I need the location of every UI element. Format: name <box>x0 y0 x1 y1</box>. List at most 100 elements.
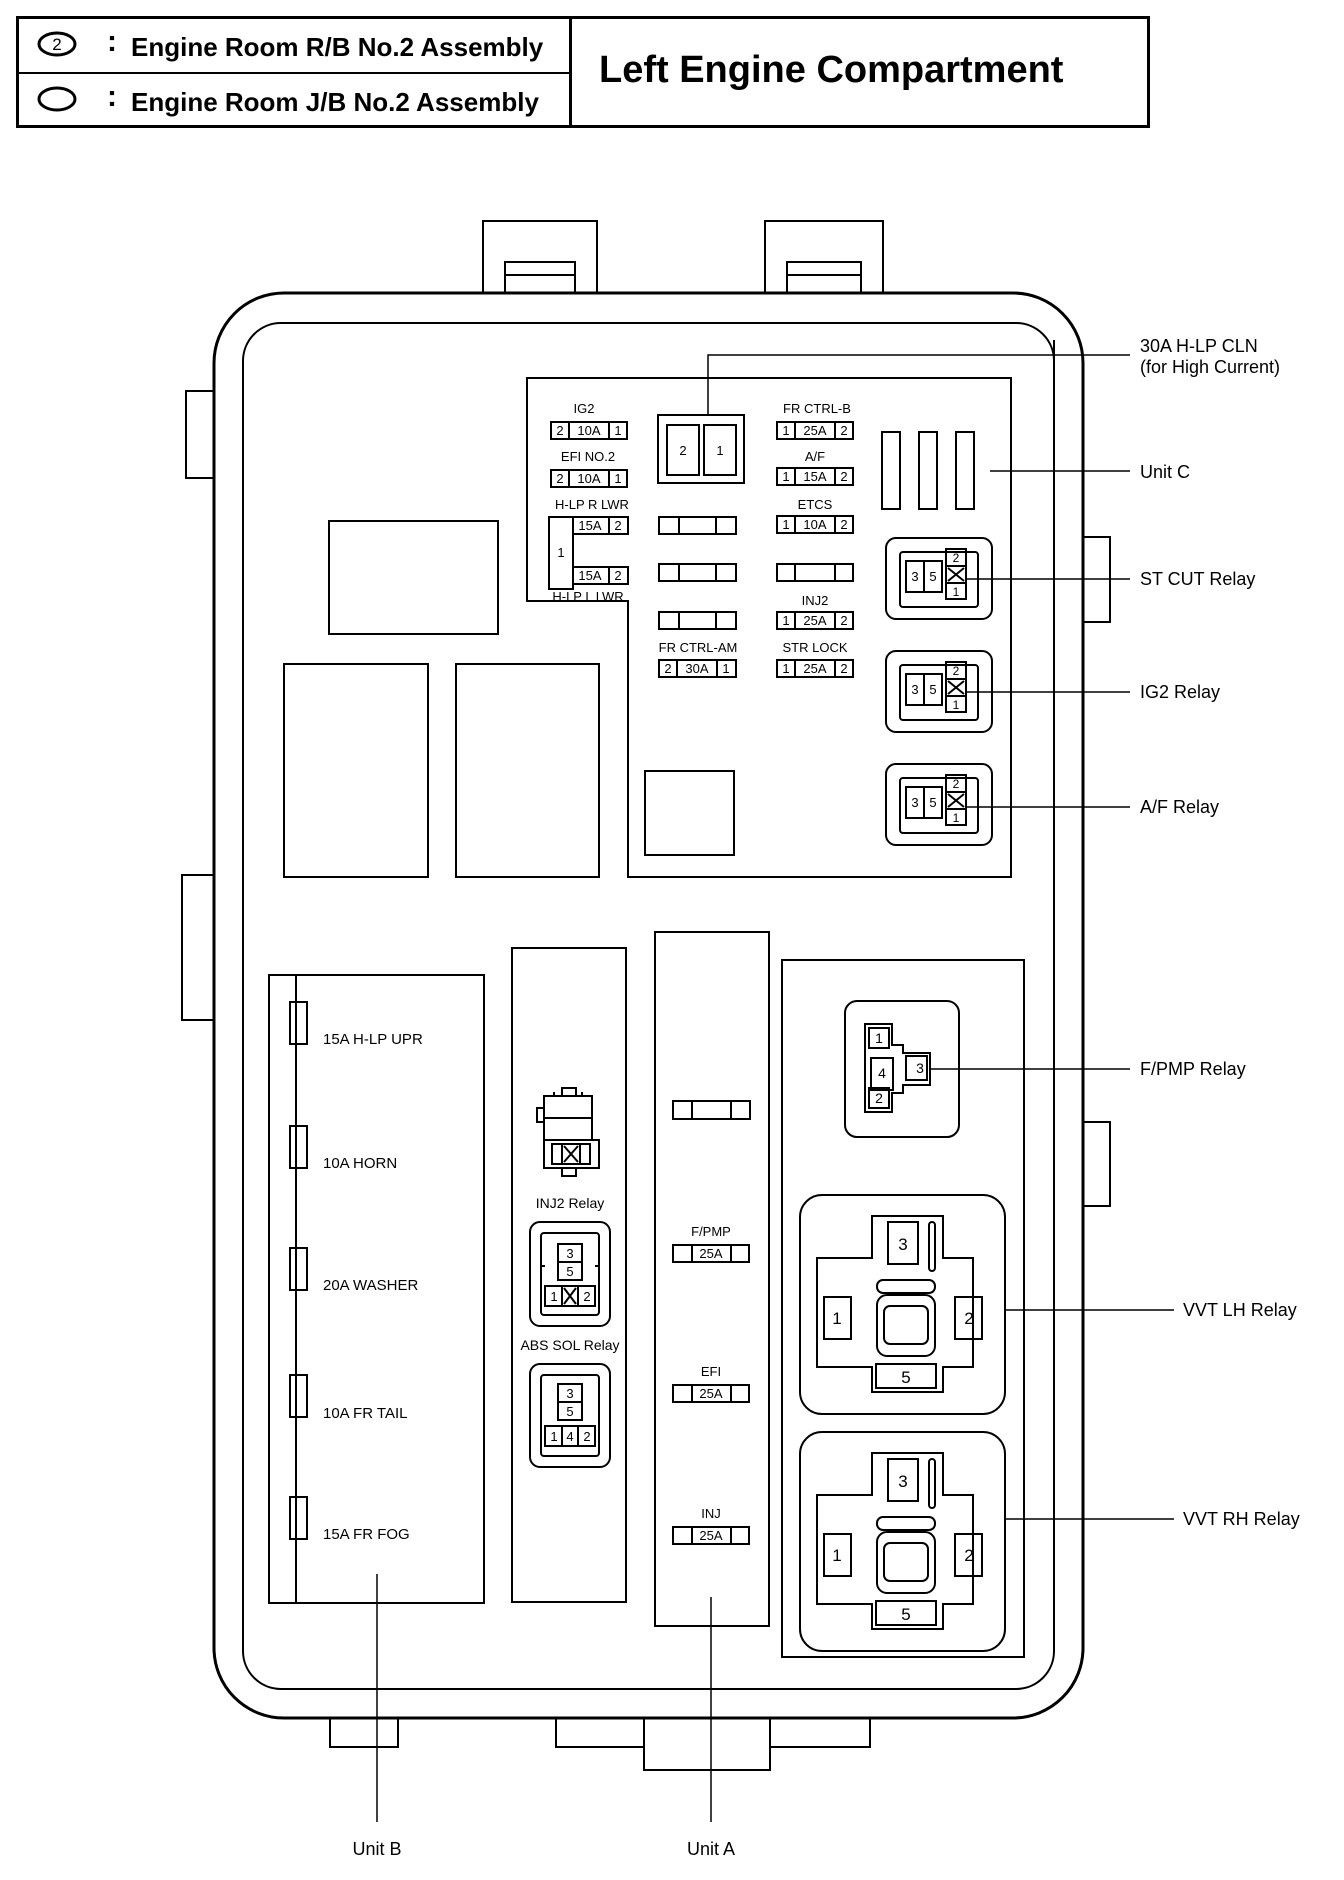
fuse-inj2-pin-right: 2 <box>840 613 847 628</box>
page-title: Left Engine Compartment <box>599 49 1064 91</box>
inj2-relay-pin-1: 1 <box>550 1289 557 1304</box>
fuse-efi[interactable]: EFI 25A <box>672 1364 750 1403</box>
fuse-fr-ctrl-b[interactable]: FR CTRL-B 1 25A 2 <box>776 401 854 440</box>
top-tabs <box>482 220 884 293</box>
fuse-fpmp[interactable]: F/PMP 25A <box>672 1224 750 1263</box>
fuse-str-lock-name: STR LOCK <box>782 640 847 655</box>
callout-hlp-cln-note: (for High Current) <box>1140 357 1280 377</box>
unit-b-fuse-horn: 10A HORN <box>323 1155 397 1172</box>
legend-colon: : <box>107 80 117 113</box>
fuse-hlp-lwr-pair[interactable]: H-LP R LWR 1 15A 2 15A 2 H-LP L LWR <box>548 497 629 604</box>
callout-st-cut-relay: ST CUT Relay <box>1140 569 1255 589</box>
fuse-ig2-name: IG2 <box>574 401 595 416</box>
fuse-efi-no2[interactable]: EFI NO.2 2 10A 1 <box>550 449 628 488</box>
side-tabs <box>181 390 1111 1207</box>
fuse-etcs-amp: 10A <box>803 517 826 532</box>
fuse-hlp-cln-pin-left: 2 <box>679 443 686 458</box>
relay-block-top-left <box>328 520 499 635</box>
fuse-fr-ctrl-b-pin-left: 1 <box>782 423 789 438</box>
fuse-hlp-l-lwr-pin: 2 <box>614 568 621 583</box>
af-relay-pin-3: 3 <box>911 795 918 810</box>
unit-c-slots <box>881 431 975 510</box>
vvt-rh-relay[interactable]: 3 1 2 5 <box>799 1431 1006 1652</box>
callout-af-relay: A/F Relay <box>1140 797 1219 817</box>
fuse-fr-ctrl-am[interactable]: FR CTRL-AM 2 30A 1 <box>658 640 738 678</box>
fuse-ig2-amp: 10A <box>577 423 600 438</box>
unit-a-panel <box>654 931 770 1627</box>
inj2-relay[interactable]: 3 5 1 2 <box>529 1221 611 1327</box>
unit-c-panel <box>526 377 1012 878</box>
legend-row-jb: : Engine Room J/B No.2 Assembly <box>19 74 569 127</box>
fuse-efi-no2-pin-right: 1 <box>614 471 621 486</box>
fuse-etcs[interactable]: ETCS 1 10A 2 <box>776 497 854 534</box>
fuse-inj2-amp: 25A <box>803 613 826 628</box>
inj2-relay-pin-5: 5 <box>566 1264 573 1279</box>
abs-sol-pin-2: 2 <box>583 1429 590 1444</box>
abs-sol-relay[interactable]: 3 5 1 4 2 <box>529 1363 611 1468</box>
fuse-str-lock-pin-left: 1 <box>782 661 789 676</box>
unit-b-fuse-washer: 20A WASHER <box>323 1277 418 1294</box>
ig2-relay-pin-2: 2 <box>953 664 960 678</box>
callout-unit-b: Unit B <box>352 1839 401 1859</box>
spare-fuse-slots <box>658 516 854 630</box>
abs-sol-pin-5: 5 <box>566 1404 573 1419</box>
ig2-relay-pin-5: 5 <box>929 682 936 697</box>
fuse-fpmp-name: F/PMP <box>691 1224 731 1239</box>
callout-vvt-rh-relay: VVT RH Relay <box>1183 1509 1300 1529</box>
fuse-fr-ctrl-b-amp: 25A <box>803 423 826 438</box>
vvt-lh-relay[interactable]: 3 1 2 5 <box>799 1194 1006 1415</box>
legend-box: 2 : Engine Room R/B No.2 Assembly : Engi… <box>16 16 1150 128</box>
ig2-relay-pin-1: 1 <box>953 698 960 712</box>
fuse-str-lock-amp: 25A <box>803 661 826 676</box>
af-relay[interactable]: 3 5 2 1 <box>885 763 993 846</box>
unit-b-fuse-fr-fog: 15A FR FOG <box>323 1526 410 1543</box>
fuse-efi-no2-name: EFI NO.2 <box>561 449 615 464</box>
ig2-relay-pin-3: 3 <box>911 682 918 697</box>
fuse-af-amp: 15A <box>803 469 826 484</box>
fuse-hlp-cln[interactable]: 2 1 <box>657 414 745 484</box>
fuse-fr-ctrl-am-amp: 30A <box>685 661 708 676</box>
inj2-relay-label: INJ2 Relay <box>536 1195 604 1211</box>
fuse-inj2[interactable]: INJ2 1 25A 2 <box>776 593 854 630</box>
abs-sol-pin-3: 3 <box>566 1386 573 1401</box>
unit-a-spare-slot <box>672 1100 751 1120</box>
legend-rb-label: Engine Room R/B No.2 Assembly <box>131 32 544 62</box>
vvt-lh-pin-3: 3 <box>898 1235 907 1254</box>
st-cut-pin-3: 3 <box>911 569 918 584</box>
fuse-fr-ctrl-am-pin-right: 1 <box>722 661 729 676</box>
bottom-tabs <box>329 1718 871 1771</box>
legend-row-rb: 2 : Engine Room R/B No.2 Assembly <box>19 19 569 74</box>
fuse-hlp-r-lwr-pin: 2 <box>614 518 621 533</box>
fuse-af[interactable]: A/F 1 15A 2 <box>776 449 854 486</box>
fpmp-relay-pin-3: 3 <box>916 1060 924 1076</box>
fuse-inj[interactable]: INJ 25A <box>672 1506 750 1545</box>
middle-top-relay[interactable] <box>536 1087 600 1177</box>
fuse-af-name: A/F <box>805 449 825 464</box>
unit-c-small-block <box>644 770 735 856</box>
rb-oval-symbol-icon: 2 <box>37 31 77 57</box>
inj2-relay-pin-2: 2 <box>583 1289 590 1304</box>
fpmp-relay-pin-1: 1 <box>875 1030 883 1046</box>
fuse-efi-no2-amp: 10A <box>577 471 600 486</box>
callout-hlp-cln: 30A H-LP CLN <box>1140 336 1258 356</box>
af-relay-pin-1: 1 <box>953 811 960 825</box>
vvt-rh-pin-3: 3 <box>898 1472 907 1491</box>
fuse-str-lock[interactable]: STR LOCK 1 25A 2 <box>776 640 854 678</box>
vvt-lh-pin-5: 5 <box>901 1368 910 1387</box>
st-cut-pin-5: 5 <box>929 569 936 584</box>
vvt-lh-pin-1: 1 <box>832 1309 841 1328</box>
fuse-etcs-name: ETCS <box>798 497 833 512</box>
af-relay-pin-2: 2 <box>953 777 960 791</box>
af-relay-pin-5: 5 <box>929 795 936 810</box>
fuse-fr-ctrl-am-name: FR CTRL-AM <box>659 640 738 655</box>
fuse-str-lock-pin-right: 2 <box>840 661 847 676</box>
fuse-ig2[interactable]: IG2 2 10A 1 <box>550 401 628 440</box>
callout-labels: 30A H-LP CLN (for High Current) Unit C S… <box>352 336 1299 1859</box>
legend-divider <box>569 19 572 125</box>
rb-symbol-number: 2 <box>52 35 61 54</box>
fpmp-relay-pin-4: 4 <box>878 1065 886 1081</box>
leader-lines <box>376 354 1174 1822</box>
st-cut-pin-1: 1 <box>953 585 960 599</box>
vvt-rh-pin-2: 2 <box>964 1546 973 1565</box>
